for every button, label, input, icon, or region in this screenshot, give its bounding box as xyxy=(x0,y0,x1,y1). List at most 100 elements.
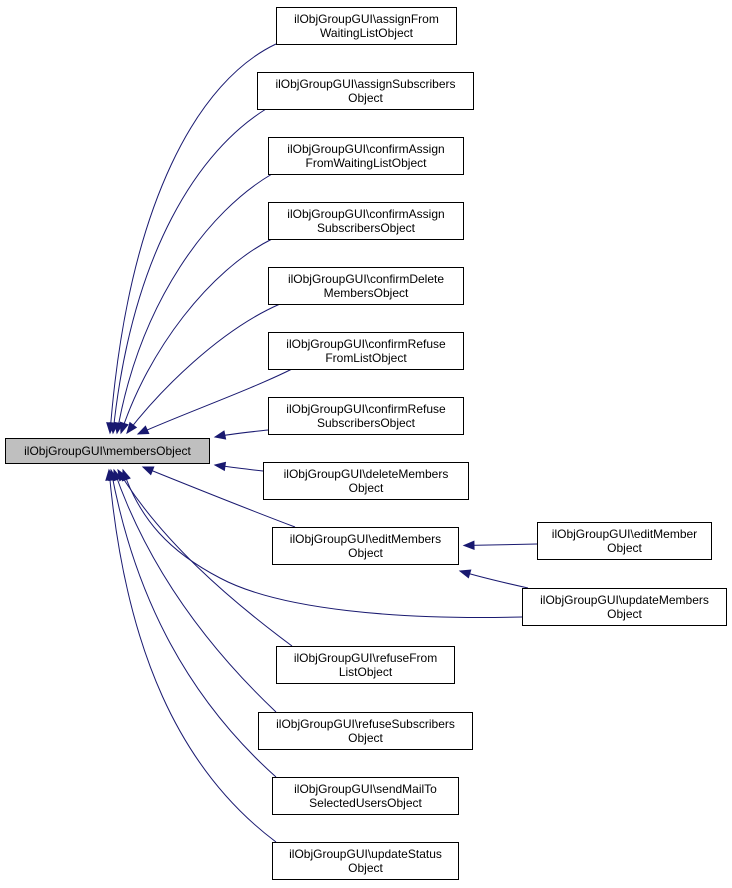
edge-line xyxy=(120,238,273,434)
edge-line xyxy=(122,469,523,619)
node-box[interactable] xyxy=(276,7,457,45)
node-box[interactable] xyxy=(268,397,464,435)
node-label-line: SubscribersObject xyxy=(317,416,416,430)
node-sendMail[interactable]: ilObjGroupGUI\sendMailToSelectedUsersObj… xyxy=(272,777,459,815)
edge-line xyxy=(113,469,277,713)
node-label-line: ilObjGroupGUI\sendMailTo xyxy=(294,782,437,796)
node-label-line: Object xyxy=(349,481,384,495)
edge-editMember-to-editMembers xyxy=(462,540,538,551)
edge-deleteMembers-to-members xyxy=(213,461,264,472)
edge-line xyxy=(142,466,296,528)
edge-confirmRefuseSubscribers-to-members xyxy=(213,429,269,440)
edge-line xyxy=(109,43,277,434)
edge-arrowhead xyxy=(136,425,150,435)
node-label-line: ilObjGroupGUI\confirmAssign xyxy=(287,207,444,221)
node-label-line: Object xyxy=(607,541,642,555)
node-label-line: ilObjGroupGUI\refuseSubscribers xyxy=(276,717,455,731)
edge-line xyxy=(116,173,273,434)
node-label-line: Object xyxy=(348,546,383,560)
edge-updateMembers-to-editMembers xyxy=(458,569,529,589)
edge-editMembers-to-members xyxy=(141,466,296,528)
node-label-line: ilObjGroupGUI\editMember xyxy=(552,527,697,541)
node-confirmRefuseFromList[interactable]: ilObjGroupGUI\confirmRefuseFromListObjec… xyxy=(268,332,464,370)
node-box[interactable] xyxy=(522,588,727,626)
edges-layer xyxy=(105,43,538,843)
edge-line xyxy=(459,570,529,589)
node-label-line: ilObjGroupGUI\deleteMembers xyxy=(284,467,449,481)
node-label-line: ilObjGroupGUI\updateMembers xyxy=(540,593,709,607)
edge-assignFromWaiting-to-members xyxy=(106,43,277,435)
node-box[interactable] xyxy=(257,72,474,110)
edge-arrowhead xyxy=(213,461,227,472)
node-label-line: WaitingListObject xyxy=(320,26,414,40)
edge-arrowhead xyxy=(458,569,472,579)
node-label-line: ilObjGroupGUI\confirmAssign xyxy=(287,142,444,156)
node-label-line: ilObjGroupGUI\editMembers xyxy=(290,532,441,546)
node-label-line: ilObjGroupGUI\membersObject xyxy=(24,444,191,458)
edge-line xyxy=(137,368,293,435)
node-label-line: MembersObject xyxy=(324,286,409,300)
node-label-line: SubscribersObject xyxy=(317,221,416,235)
edge-confirmAssignSubscribers-to-members xyxy=(119,238,273,435)
node-box[interactable] xyxy=(272,777,459,815)
edge-line xyxy=(110,469,277,778)
node-box[interactable] xyxy=(268,332,464,370)
node-box[interactable] xyxy=(537,522,712,560)
node-label-line: ilObjGroupGUI\assignSubscribers xyxy=(275,77,455,91)
node-label-line: ilObjGroupGUI\refuseFrom xyxy=(294,651,437,665)
node-box[interactable] xyxy=(276,646,455,684)
node-label-line: Object xyxy=(348,861,383,875)
node-label-line: FromWaitingListObject xyxy=(306,156,428,170)
node-box[interactable] xyxy=(268,267,464,305)
node-box[interactable] xyxy=(268,202,464,240)
edge-line xyxy=(117,469,293,647)
edge-arrowhead xyxy=(462,540,475,551)
node-label-line: Object xyxy=(348,731,383,745)
edge-confirmRefuseFromList-to-members xyxy=(136,368,293,435)
edge-arrowhead xyxy=(141,466,155,476)
node-label-line: ilObjGroupGUI\updateStatus xyxy=(289,847,442,861)
edge-arrowhead xyxy=(105,468,115,481)
node-label-line: ilObjGroupGUI\confirmDelete xyxy=(288,272,444,286)
edge-confirmDeleteMembers-to-members xyxy=(126,303,281,435)
edge-line xyxy=(112,108,267,434)
node-label-line: ilObjGroupGUI\assignFrom xyxy=(294,12,439,26)
edge-arrowhead xyxy=(213,430,227,440)
node-label-line: ListObject xyxy=(339,665,393,679)
edge-line xyxy=(463,543,538,546)
node-box[interactable] xyxy=(272,527,459,565)
edge-arrowhead xyxy=(119,421,129,435)
node-label-line: Object xyxy=(607,607,642,621)
edge-updateStatus-to-members xyxy=(105,468,277,843)
node-box[interactable] xyxy=(5,438,210,464)
node-box[interactable] xyxy=(268,137,464,175)
node-confirmAssignSubscribers[interactable]: ilObjGroupGUI\confirmAssignSubscribersOb… xyxy=(268,202,464,240)
edge-line xyxy=(108,469,277,843)
nodes-layer: ilObjGroupGUI\membersObject ilObjGroupGUI… xyxy=(5,7,727,880)
edge-assignSubscribers-to-members xyxy=(109,108,267,435)
node-box[interactable] xyxy=(272,842,459,880)
node-label-line: Object xyxy=(348,91,383,105)
edge-line xyxy=(126,303,281,434)
root-node-members[interactable]: ilObjGroupGUI\membersObject xyxy=(5,438,210,464)
node-label-line: ilObjGroupGUI\confirmRefuse xyxy=(286,402,446,416)
node-label-line: FromListObject xyxy=(325,351,407,365)
node-confirmRefuseSubscribers[interactable]: ilObjGroupGUI\confirmRefuseSubscribersOb… xyxy=(268,397,464,435)
node-box[interactable] xyxy=(258,712,473,750)
edge-arrowhead xyxy=(126,421,138,435)
node-assignFromWaiting[interactable]: ilObjGroupGUI\assignFromWaitingListObjec… xyxy=(276,7,457,45)
node-label-line: ilObjGroupGUI\confirmRefuse xyxy=(286,337,446,351)
node-confirmAssignFromWaiting[interactable]: ilObjGroupGUI\confirmAssignFromWaitingLi… xyxy=(268,137,464,175)
node-label-line: SelectedUsersObject xyxy=(309,796,422,810)
node-box[interactable] xyxy=(263,462,469,500)
